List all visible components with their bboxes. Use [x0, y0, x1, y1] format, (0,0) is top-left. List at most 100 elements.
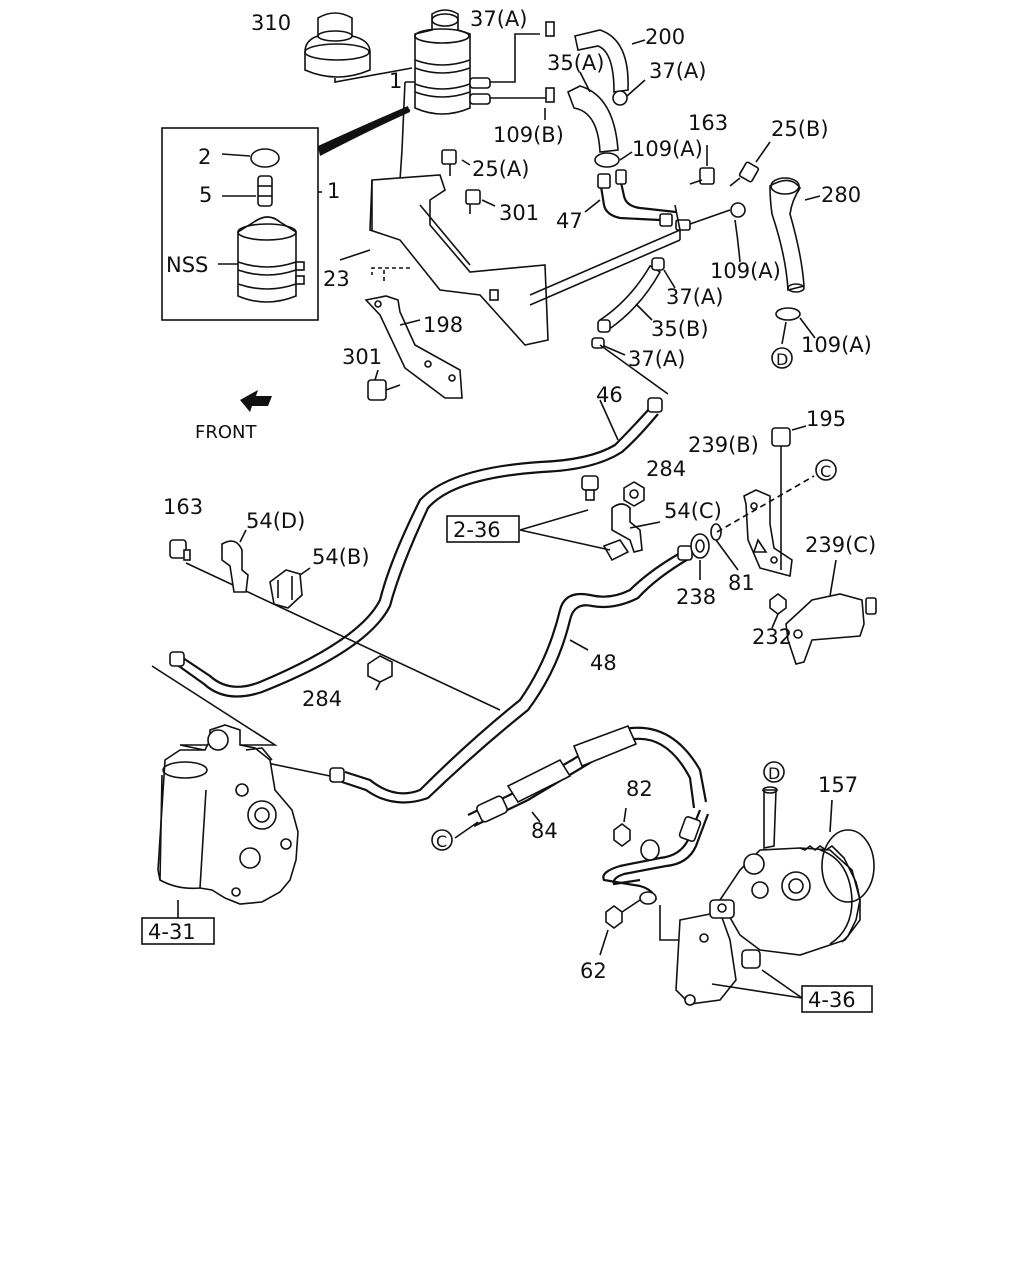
center-line-c [716, 475, 815, 533]
circle-ref-c-right [815, 459, 837, 481]
bracket-239c [785, 559, 877, 665]
clamp-37a-4 [591, 337, 626, 356]
label-54c: 54(C) [664, 499, 722, 523]
pipe-46 [169, 397, 663, 698]
label-37a-2: 37(A) [649, 59, 706, 83]
label-1-top: 1 [389, 69, 402, 93]
clamp-54c [602, 503, 661, 562]
label-48: 48 [590, 651, 617, 675]
label-109a-1: 109(A) [632, 137, 703, 161]
pump-guide-line [659, 905, 680, 941]
circle-ref-c-left [431, 829, 453, 851]
nut-232 [769, 593, 787, 629]
clamp-109a-3 [775, 307, 801, 321]
label-front: FRONT [195, 422, 257, 443]
reservoir-nss [218, 216, 305, 303]
ref-box-2-36 [446, 515, 520, 543]
label-37a-3: 37(A) [666, 285, 723, 309]
label-82: 82 [626, 777, 653, 801]
nut-238 [690, 533, 710, 580]
reservoir-cap-310 [304, 12, 371, 78]
label-25b: 25(B) [771, 117, 829, 141]
ref-label-4-36: 4-36 [808, 988, 856, 1012]
label-37a-4: 37(A) [628, 347, 685, 371]
oring-157 [821, 829, 875, 903]
label-109a-2: 109(A) [710, 259, 781, 283]
clamp-109a-2 [730, 202, 746, 218]
leader-1-top [399, 81, 415, 181]
label-109a-3: 109(A) [801, 333, 872, 357]
nut-82 [613, 807, 631, 847]
pipe-to-pump [602, 809, 710, 901]
leader-2-36 [519, 509, 611, 551]
nut-284-mid [367, 655, 393, 691]
front-arrow-icon [240, 390, 272, 412]
bolt-25b [729, 141, 771, 187]
nut-62 [599, 891, 657, 956]
curved-pointer-icon [318, 106, 410, 156]
label-284-top: 284 [646, 457, 686, 481]
bolt-163-top [689, 145, 715, 185]
leader-23 [339, 249, 371, 261]
label-5: 5 [199, 183, 212, 207]
label-163-top: 163 [688, 111, 728, 135]
hose-35a [566, 85, 619, 153]
circle-ref-d-pump-letter: D [768, 764, 780, 783]
label-nss: NSS [166, 253, 208, 277]
steering-gearbox [157, 724, 299, 905]
label-157: 157 [818, 773, 858, 797]
clip-109b [545, 87, 555, 103]
label-195: 195 [806, 407, 846, 431]
label-239b: 239(B) [688, 433, 759, 457]
bolt-301-top [465, 189, 496, 214]
hose-84 [454, 724, 708, 839]
label-109b: 109(B) [493, 123, 564, 147]
bolt-163-mid [169, 539, 191, 561]
filter-5 [222, 175, 273, 207]
leader-310 [334, 67, 413, 83]
tube-47 [584, 169, 691, 231]
bolt-284-top [623, 481, 645, 507]
washer-81 [710, 523, 739, 571]
guide-line-37a [599, 344, 669, 395]
label-310: 310 [251, 11, 291, 35]
bolt-2-36 [581, 475, 599, 501]
power-steering-pump [675, 786, 861, 1006]
leader-4-36 [711, 969, 803, 999]
hose-280 [769, 177, 821, 293]
bracket-23-dashed-guide [371, 267, 410, 282]
clip-37a-2 [612, 90, 628, 106]
bolt-301-bottom [367, 369, 401, 401]
clamp-54b [269, 567, 311, 609]
label-35a: 35(A) [547, 51, 604, 75]
label-301-bottom: 301 [342, 345, 382, 369]
ref-label-2-36: 2-36 [453, 518, 501, 542]
label-37a-1: 37(A) [470, 7, 527, 31]
label-25a: 25(A) [472, 157, 529, 181]
circle-ref-c-right-letter: C [820, 462, 831, 481]
label-84: 84 [531, 819, 558, 843]
label-35b: 35(B) [651, 317, 709, 341]
filter-cap-2 [221, 148, 280, 168]
label-280: 280 [821, 183, 861, 207]
label-62: 62 [580, 959, 607, 983]
bracket-23 [369, 174, 681, 346]
bracket-239b [743, 489, 793, 578]
hose-35b [597, 257, 676, 333]
bolt-195 [771, 425, 807, 570]
label-47: 47 [556, 209, 583, 233]
circle-ref-d-top-letter: D [776, 350, 788, 369]
bolt-25a [441, 149, 471, 176]
label-46: 46 [596, 383, 623, 407]
clip-37a-top [545, 21, 555, 37]
label-1-box: 1 [327, 179, 340, 203]
clamp-54d [221, 529, 249, 593]
label-2: 2 [198, 145, 211, 169]
circle-ref-c-left-letter: C [436, 832, 447, 851]
label-54b: 54(B) [312, 545, 370, 569]
label-81: 81 [728, 571, 755, 595]
ref-box-4-31 [141, 917, 215, 945]
label-284-mid: 284 [302, 687, 342, 711]
label-238: 238 [676, 585, 716, 609]
